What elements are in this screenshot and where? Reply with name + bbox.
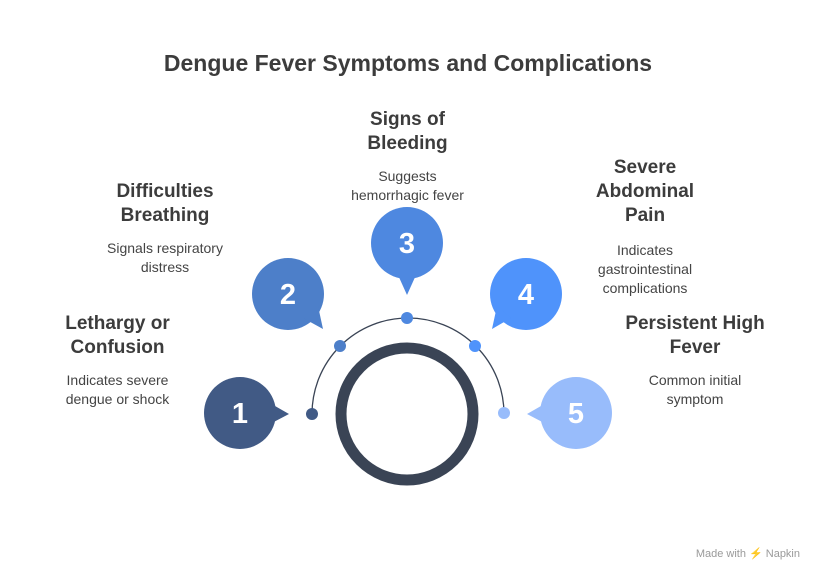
bubble-2: 2 bbox=[252, 258, 324, 330]
number-1: 1 bbox=[232, 398, 248, 430]
dot-5 bbox=[498, 407, 510, 419]
dot-4 bbox=[469, 340, 481, 352]
dot-1 bbox=[306, 408, 318, 420]
bubble-5: 5 bbox=[527, 377, 612, 449]
dot-2 bbox=[334, 340, 346, 352]
dot-3 bbox=[401, 312, 413, 324]
center-ring bbox=[335, 342, 479, 486]
bubble-4: 4 bbox=[490, 258, 562, 330]
bubble-3: 3 bbox=[371, 207, 443, 295]
number-5: 5 bbox=[568, 398, 584, 430]
number-2: 2 bbox=[280, 279, 296, 311]
number-4: 4 bbox=[518, 279, 534, 311]
number-3: 3 bbox=[399, 228, 415, 260]
bubble-1: 1 bbox=[204, 377, 289, 449]
napkin-watermark: Made with ⚡ Napkin bbox=[695, 548, 800, 560]
diagram-title: Dengue Fever Symptoms and Complications bbox=[163, 50, 653, 76]
